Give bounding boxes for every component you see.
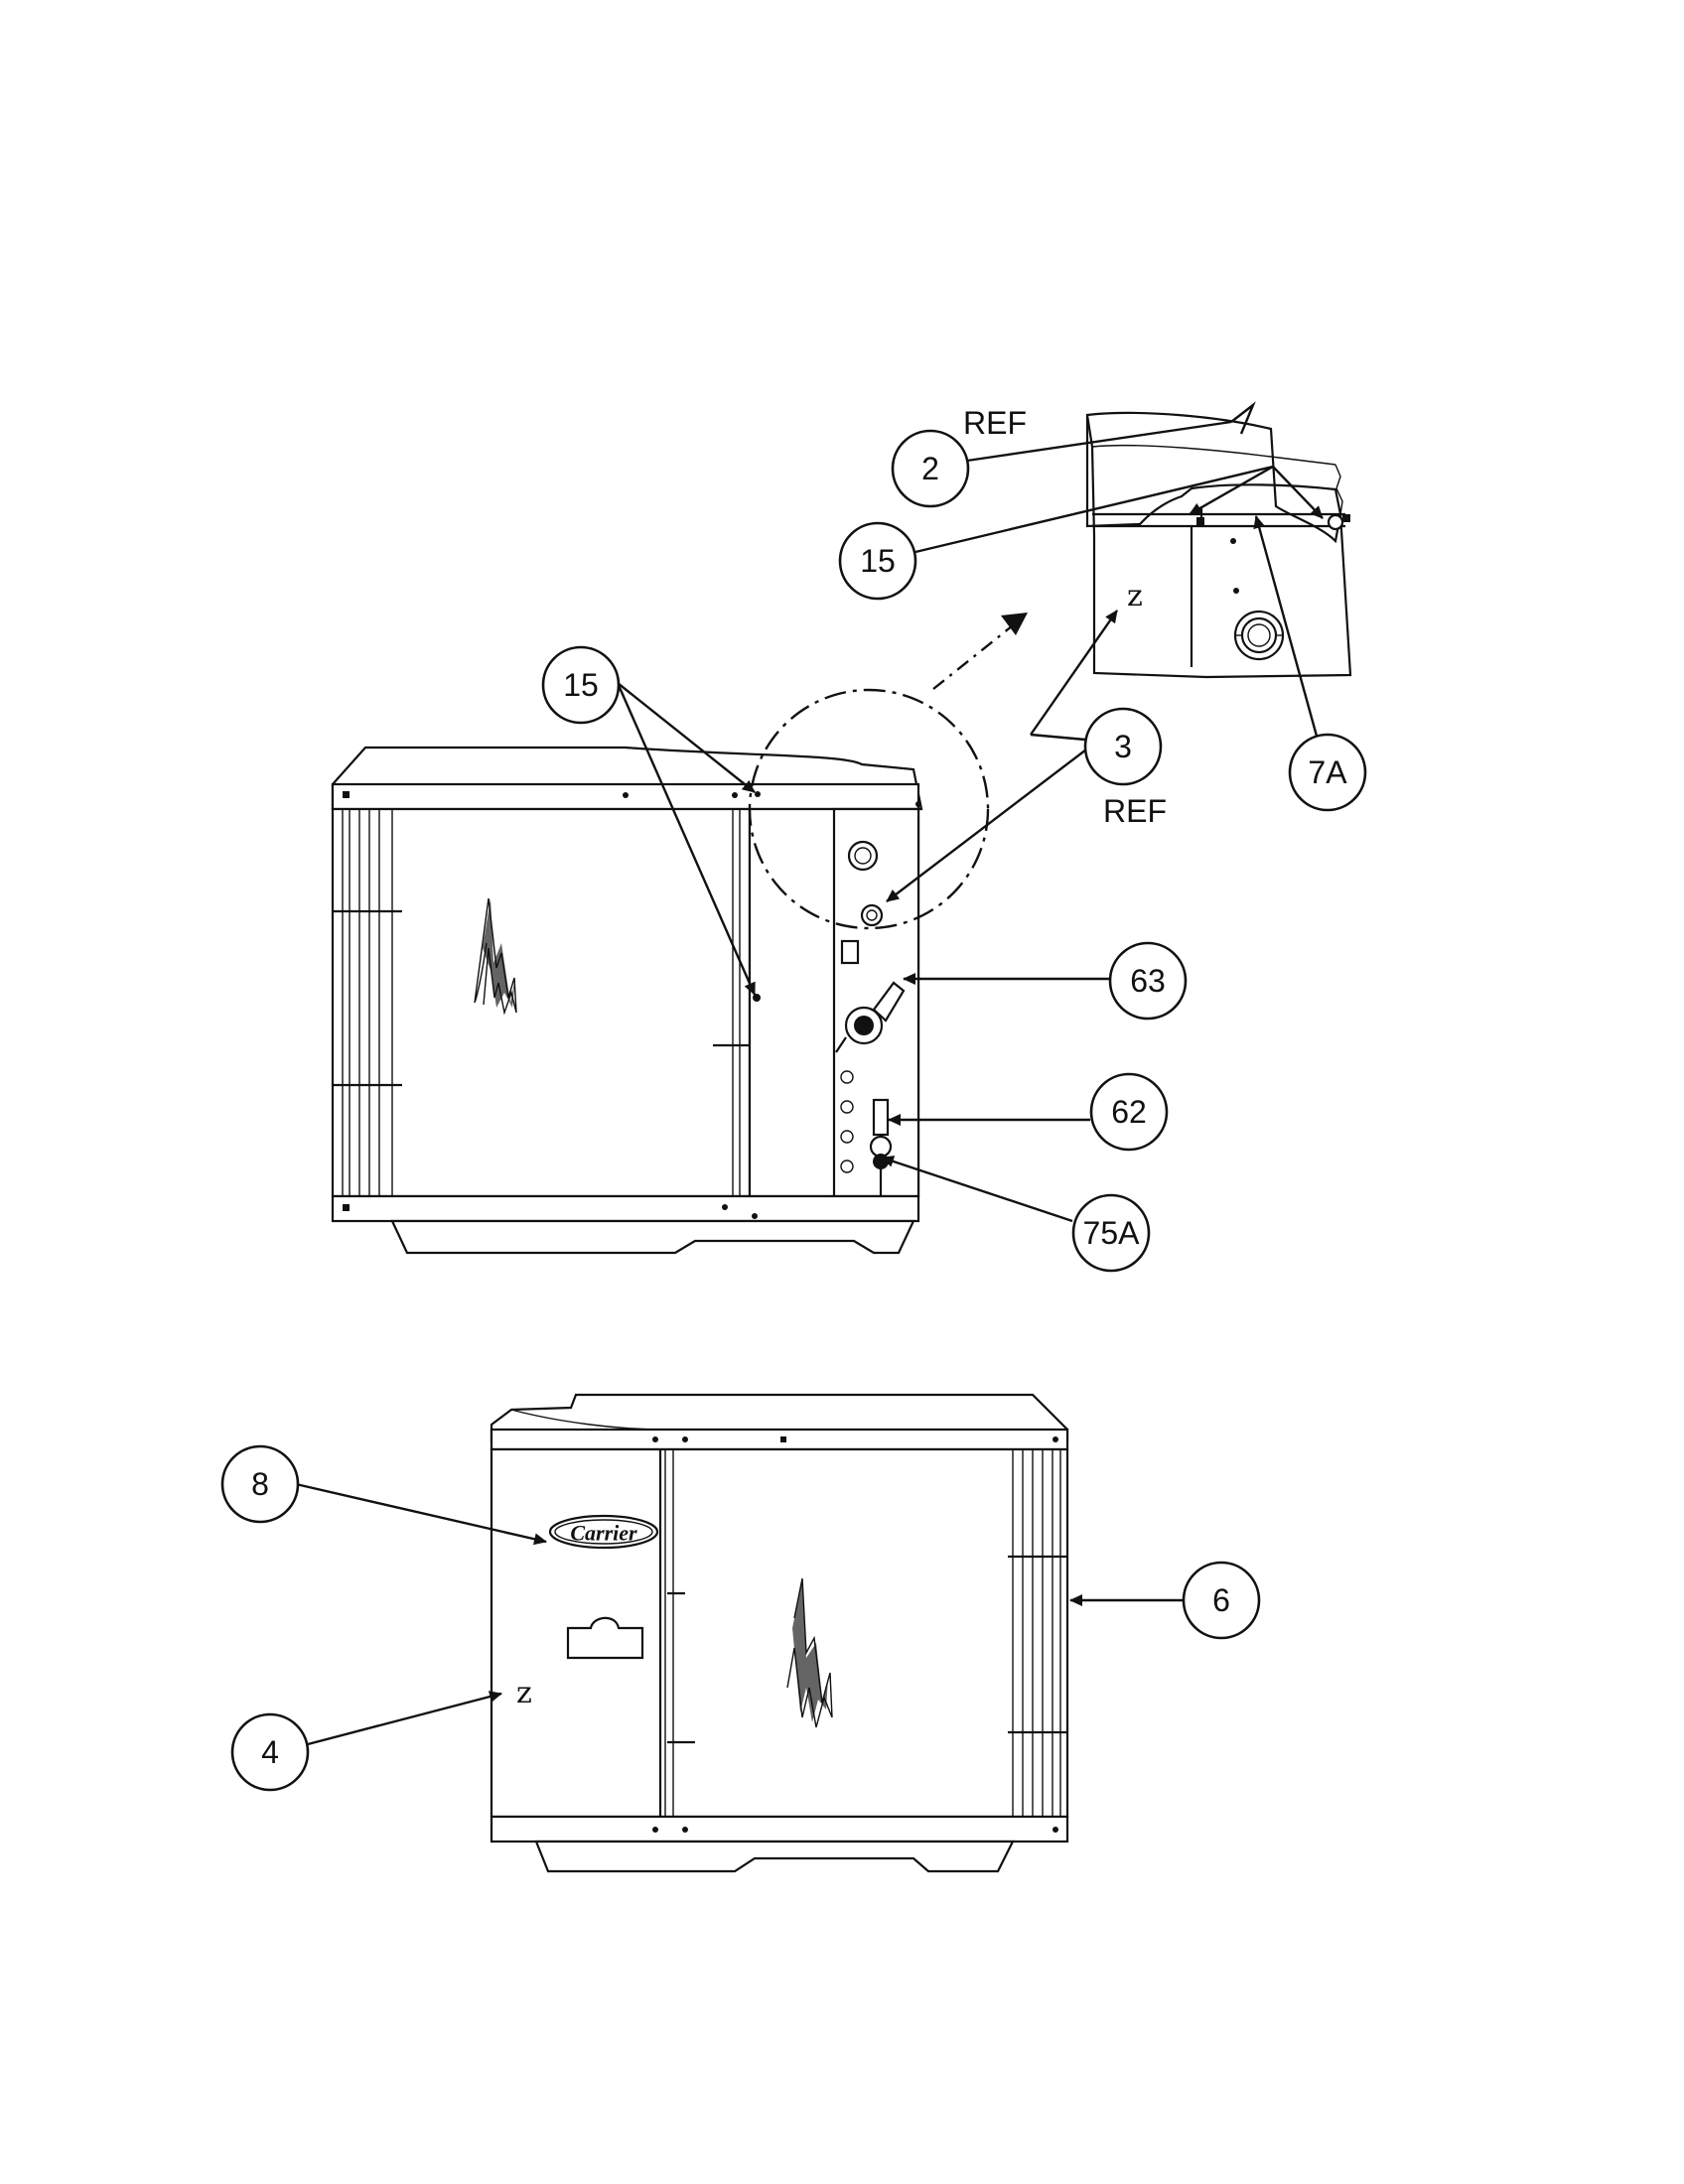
svg-text:63: 63: [1130, 963, 1166, 999]
detail-view: z: [1085, 411, 1352, 679]
logo-brand-text: Carrier: [570, 1521, 637, 1546]
svg-text:15: 15: [860, 543, 896, 579]
svg-text:6: 6: [1212, 1582, 1230, 1618]
front-hand-mark: z: [516, 1676, 532, 1710]
callout-2: 2: [891, 429, 970, 508]
detail-port-icon: [1233, 610, 1285, 661]
detail-arrow: [932, 624, 1014, 690]
svg-text:8: 8: [251, 1466, 269, 1502]
svg-text:75A: 75A: [1083, 1215, 1141, 1251]
ref-label-mid: REF: [1103, 793, 1167, 829]
callout-4: 4: [230, 1712, 310, 1792]
svg-text:7A: 7A: [1308, 754, 1347, 790]
unit-side-view: [331, 746, 923, 1255]
callout-15-detail: 15: [838, 521, 917, 601]
ref-label-top: REF: [963, 405, 1027, 441]
svg-text:4: 4: [261, 1734, 279, 1770]
callout-75a: 75A: [1071, 1193, 1151, 1273]
callout-6: 6: [1182, 1561, 1261, 1640]
svg-text:15: 15: [563, 667, 599, 703]
callout-63: 63: [1108, 941, 1188, 1021]
callout-8: 8: [220, 1444, 300, 1524]
carrier-logo: Carrier: [548, 1514, 659, 1550]
svg-text:3: 3: [1114, 729, 1132, 764]
svg-text:2: 2: [921, 451, 939, 486]
unit-front-view: Carrier z: [490, 1393, 1069, 1873]
fan-logo-mark: [474, 897, 517, 1016]
handle-plate-icon: [566, 1616, 644, 1660]
callout-3: 3: [1083, 707, 1163, 786]
suction-valve-icon: [835, 981, 906, 1053]
callout-62: 62: [1089, 1072, 1169, 1152]
callout-7a: 7A: [1288, 733, 1367, 812]
detail-circle: [748, 688, 990, 930]
leader-lines: [295, 401, 1324, 1746]
svg-text:62: 62: [1111, 1094, 1147, 1130]
callout-15-main: 15: [541, 645, 621, 725]
detail-hand-mark: z: [1127, 579, 1143, 614]
front-fan-logo-mark: [786, 1577, 833, 1728]
